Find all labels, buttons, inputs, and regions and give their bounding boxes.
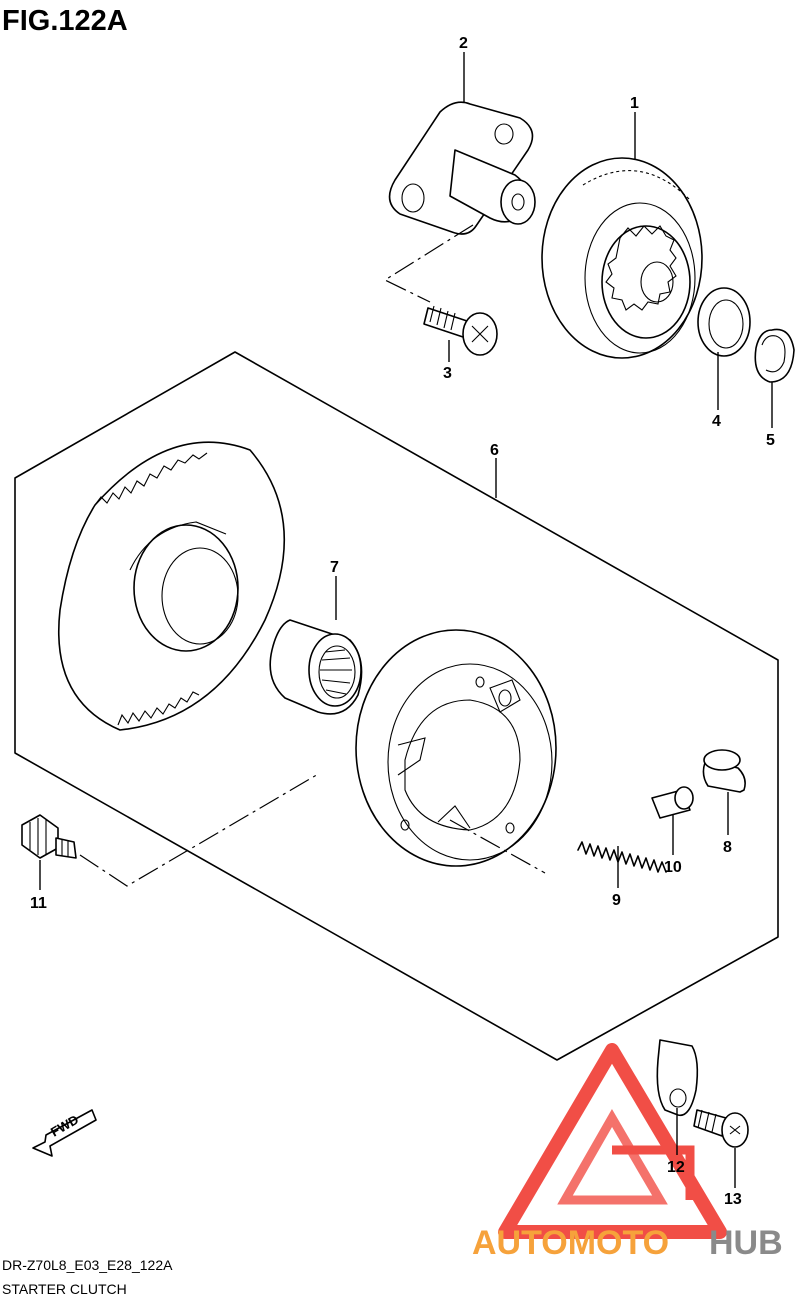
leader-9 xyxy=(449,819,546,874)
part-1-gear xyxy=(541,157,703,359)
assembly-outline xyxy=(14,351,779,1061)
callout-12: 12 xyxy=(667,1159,685,1176)
figure-caption: STARTER CLUTCH xyxy=(2,1281,127,1297)
watermark-text-automoto: AUTOMOTO xyxy=(472,1224,669,1262)
callout-9: 9 xyxy=(612,892,621,909)
part-5-circlip xyxy=(754,328,795,383)
callout-7: 7 xyxy=(330,559,339,576)
watermark-logo xyxy=(498,1043,727,1239)
part-13-screw xyxy=(693,1109,749,1148)
callout-8: 8 xyxy=(723,839,732,856)
part-12-clip xyxy=(656,1039,699,1117)
part-9-spring xyxy=(577,841,667,873)
fwd-arrow: FWD xyxy=(32,1109,97,1157)
callout-1: 1 xyxy=(630,95,639,112)
part-6-large-gear xyxy=(58,441,286,731)
callout-3: 3 xyxy=(443,365,452,382)
part-4-washer xyxy=(697,287,751,357)
part-10-plunger xyxy=(651,786,694,819)
part-7-bearing xyxy=(269,619,363,715)
figure-code: DR-Z70L8_E03_E28_122A xyxy=(2,1257,173,1273)
figure-title: FIG.122A xyxy=(2,5,128,37)
part-11-bolt xyxy=(21,814,77,859)
callout-2: 2 xyxy=(459,35,468,52)
watermark-text-hub: HUB xyxy=(709,1224,783,1262)
leader-2-3 xyxy=(383,224,474,303)
part-3-screw xyxy=(423,305,498,356)
callout-10: 10 xyxy=(664,859,682,876)
leader-11 xyxy=(79,772,321,887)
part-2-shaft xyxy=(388,101,536,235)
callout-5: 5 xyxy=(766,432,775,449)
part-8-roller xyxy=(702,749,746,793)
part-6-clutch-housing xyxy=(355,629,557,867)
callout-4: 4 xyxy=(712,413,721,430)
callout-13: 13 xyxy=(724,1191,742,1208)
callout-6: 6 xyxy=(490,442,499,459)
callout-11: 11 xyxy=(30,895,47,912)
